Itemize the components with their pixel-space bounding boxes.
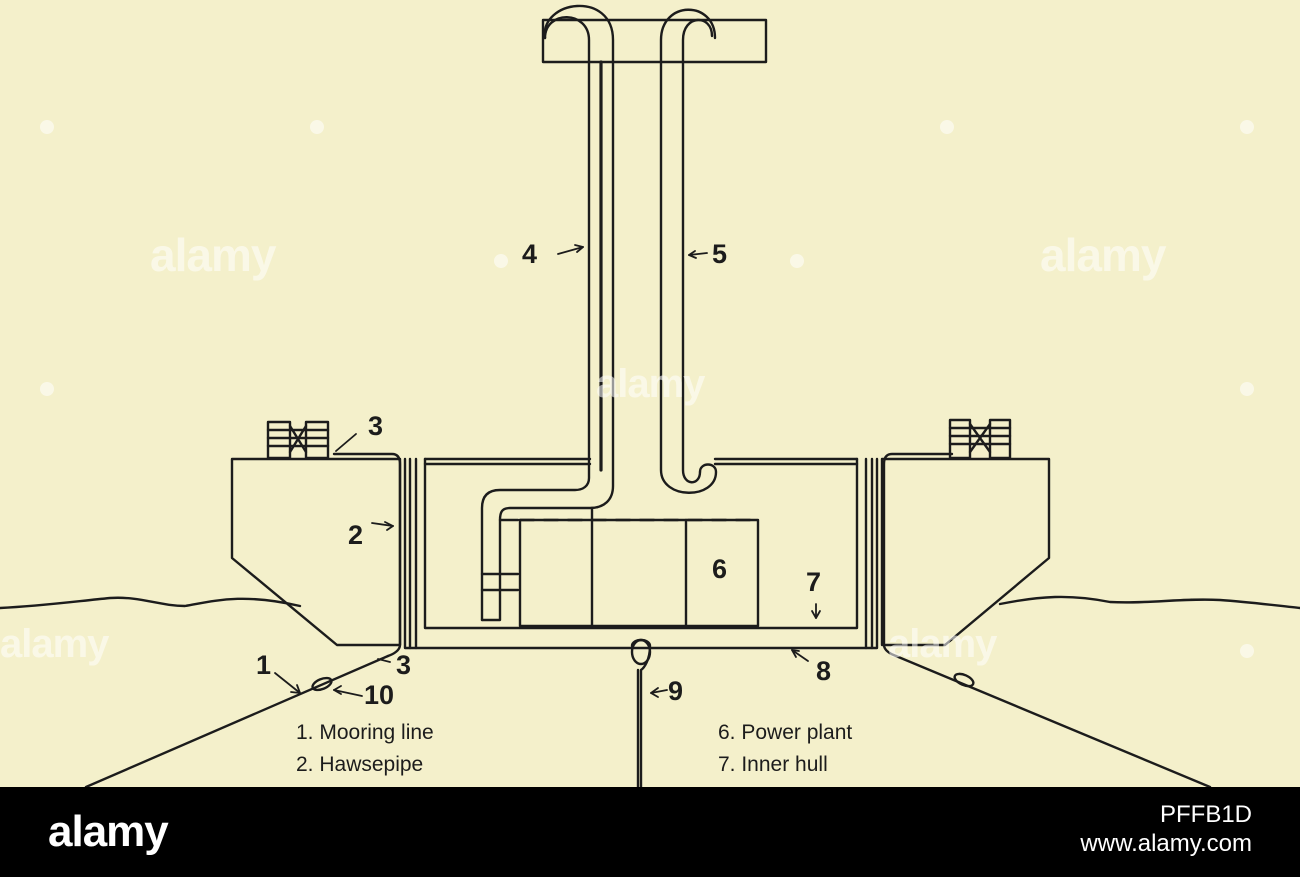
legend-item-mooring-line: 1. Mooring line [296, 721, 434, 744]
callout-5: 5 [712, 239, 728, 269]
right-pontoon [880, 457, 1051, 647]
riser-connector [630, 638, 652, 666]
mooring-fitting-left [311, 676, 333, 692]
callout-2: 2 [348, 520, 364, 550]
callout-3-top: 3 [368, 411, 384, 441]
watermark-dot [310, 120, 324, 134]
callout-4: 4 [522, 239, 538, 269]
watermark-4: alamy [0, 622, 109, 666]
diagram-figure: 4 5 3 2 6 7 3 8 1 10 9 1. Mooring line 2… [0, 4, 1300, 787]
callout-7: 7 [806, 567, 822, 597]
pipe-4-inner [480, 4, 615, 622]
mooring-line-right [894, 654, 1212, 787]
watermark-dot [40, 120, 54, 134]
footer-image-info: PFFB1D www.alamy.com [1080, 801, 1252, 859]
watermark-1: alamy [150, 229, 276, 281]
callout-8: 8 [816, 656, 832, 686]
footer-url[interactable]: www.alamy.com [1080, 829, 1252, 857]
water-surface-right [998, 595, 1300, 610]
watermark-dot [1240, 644, 1254, 658]
winch-left [266, 420, 330, 460]
legend-item-inner-hull: 7. Inner hull [718, 753, 828, 776]
callout-6: 6 [712, 554, 728, 584]
winch-right [948, 418, 1012, 460]
watermark-3: alamy [596, 362, 705, 406]
stock-footer-bar: alamy PFFB1D www.alamy.com [0, 787, 1300, 877]
mooring-line-left [84, 654, 390, 787]
mooring-fitting-right [953, 672, 975, 688]
pipe-5-inner [681, 18, 714, 484]
watermark-dot [1240, 120, 1254, 134]
pipe-4-outer [480, 16, 591, 622]
water-surface-left [0, 596, 302, 610]
mooring-lead-right [882, 452, 954, 658]
callout-3-bottom: 3 [396, 650, 412, 680]
mooring-lead-left [332, 452, 402, 658]
watermark-dot [40, 382, 54, 396]
callout-9: 9 [668, 676, 684, 706]
callout-10: 10 [364, 680, 395, 710]
callout-1: 1 [256, 650, 272, 680]
watermark-2: alamy [1040, 229, 1166, 281]
top-header-box [541, 18, 768, 64]
footer-image-code: PFFB1D [1159, 801, 1252, 828]
left-pontoon [230, 457, 402, 647]
watermark-dot [494, 254, 508, 268]
watermark-dot [940, 120, 954, 134]
watermark-dot [790, 254, 804, 268]
pipe-4-branch [480, 518, 520, 592]
footer-logo: alamy [48, 807, 169, 856]
watermark-5: alamy [888, 622, 997, 666]
inner-hull [423, 457, 859, 630]
platform-cross-section-drawing [0, 4, 1300, 787]
outer-hull [403, 457, 879, 650]
legend-item-hawsepipe: 2. Hawsepipe [296, 753, 424, 776]
legend-item-power-plant: 6. Power plant [718, 721, 853, 744]
pipe-5-outer [659, 8, 718, 494]
leader-arrows [274, 244, 821, 698]
watermark-dot [1240, 382, 1254, 396]
